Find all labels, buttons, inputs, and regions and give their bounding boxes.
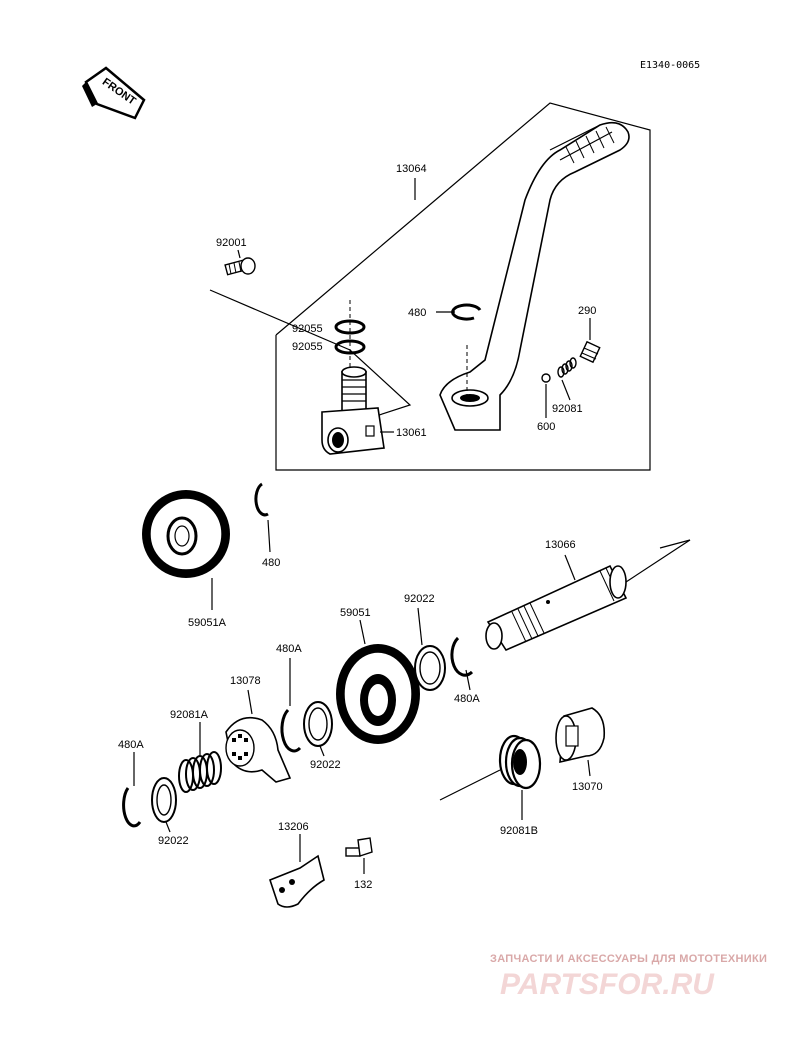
part-label-92001: 92001 <box>216 237 247 249</box>
watermark-tagline: ЗАПЧАСТИ И АКСЕССУАРЫ ДЛЯ МОТОТЕХНИКИ <box>490 953 767 965</box>
part-label-290: 290 <box>578 305 596 317</box>
front-arrow-icon: FRONT <box>82 66 146 120</box>
part-label-92022-b: 92022 <box>310 759 341 771</box>
kick-pedal-assembly-box <box>275 102 651 471</box>
watermark-logo: PARTSFOR.RU <box>500 968 715 1001</box>
circlip-480A-b <box>280 708 302 753</box>
kick-pedal-arm <box>439 121 630 431</box>
gear-59051 <box>336 644 420 744</box>
part-label-92055-lower: 92055 <box>292 341 323 353</box>
part-label-480-mid: 480 <box>262 557 280 569</box>
part-label-480A-c: 480A <box>118 739 144 751</box>
part-label-92081B: 92081B <box>500 825 538 837</box>
spring-92081 <box>557 357 577 378</box>
ball-600 <box>541 373 551 383</box>
kick-boss-13061 <box>321 366 385 455</box>
part-label-13206: 13206 <box>278 821 309 833</box>
washer-92022-b <box>303 701 333 747</box>
part-label-13078: 13078 <box>230 675 261 687</box>
part-label-480A-a: 480A <box>454 693 480 705</box>
collar-13070 <box>555 707 606 764</box>
stopper-13206 <box>269 854 325 908</box>
bolt-132 <box>345 837 373 857</box>
circlip-480A-a <box>450 636 474 677</box>
part-label-92022-a: 92022 <box>404 593 435 605</box>
part-label-480A-b: 480A <box>276 643 302 655</box>
part-label-13064: 13064 <box>396 163 427 175</box>
kick-shaft-13066 <box>485 564 628 652</box>
part-label-59051A: 59051A <box>188 617 227 629</box>
part-label-92055-upper: 92055 <box>292 323 323 335</box>
ratchet-13078 <box>225 716 292 783</box>
part-label-13061: 13061 <box>396 427 427 439</box>
washer-92022-a <box>414 645 446 691</box>
part-label-13066: 13066 <box>545 539 576 551</box>
spring-92081B <box>498 734 542 790</box>
part-label-600: 600 <box>537 421 555 433</box>
gear-59051A <box>142 490 230 578</box>
washer-92022-c <box>151 777 177 823</box>
part-label-59051: 59051 <box>340 607 371 619</box>
part-label-92081A: 92081A <box>170 709 209 721</box>
diagram-code: E1340-0065 <box>640 60 700 71</box>
part-label-13070: 13070 <box>572 781 603 793</box>
circlip-480A-c <box>122 787 142 828</box>
part-label-92022-c: 92022 <box>158 835 189 847</box>
circlip-480-top <box>451 303 482 321</box>
spring-92081A <box>178 751 222 793</box>
bolt-92001 <box>224 257 256 276</box>
part-label-132: 132 <box>354 879 372 891</box>
part-label-480-top: 480 <box>408 307 426 319</box>
circlip-480-mid <box>254 482 269 517</box>
plug-290 <box>579 340 601 364</box>
part-label-92081: 92081 <box>552 403 583 415</box>
